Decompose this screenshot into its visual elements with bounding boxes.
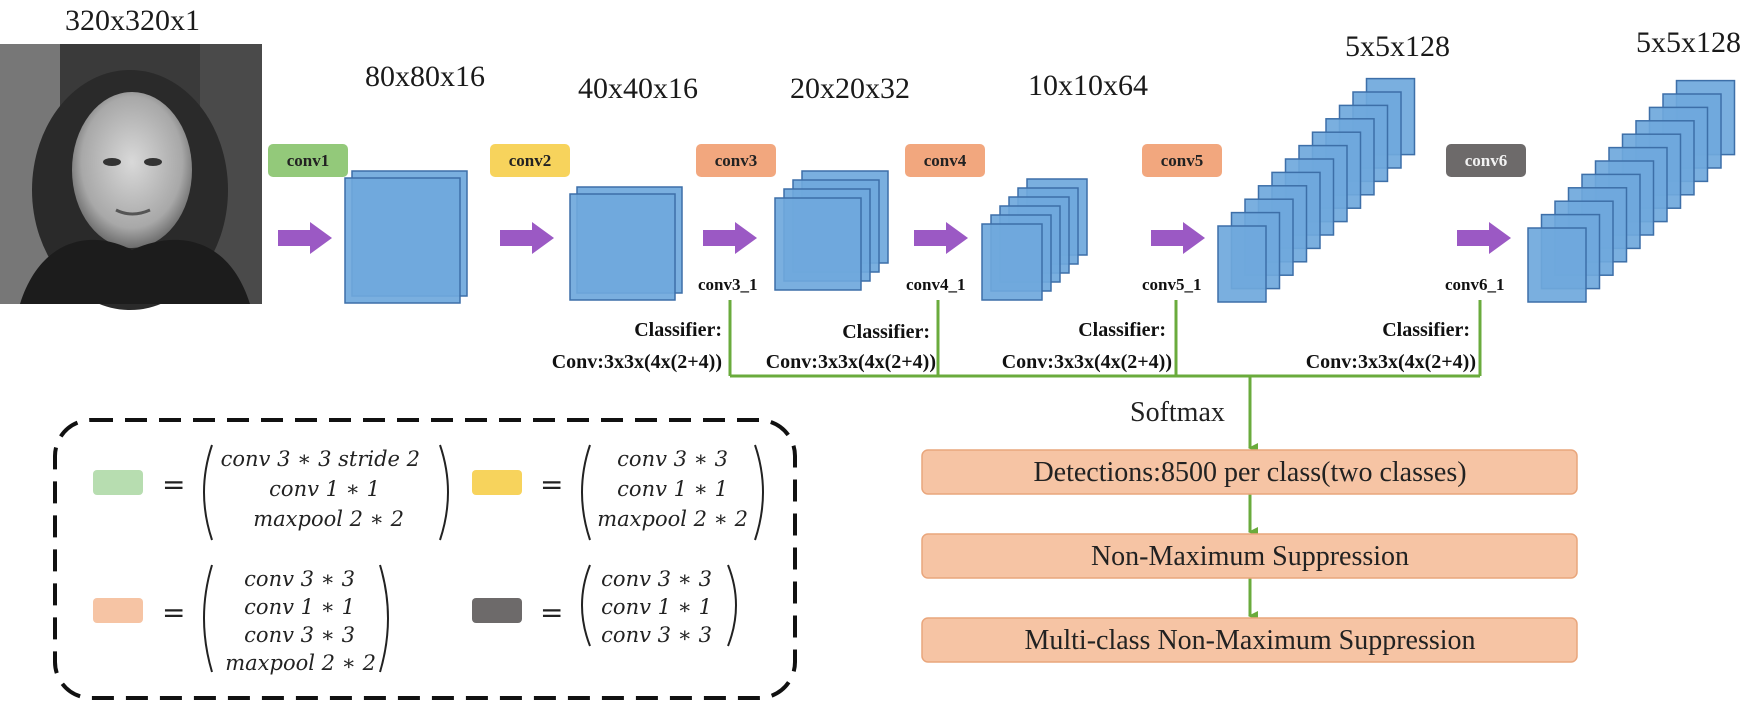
legend-yellow-line1: conv 3 ∗ 3 [617,447,728,471]
legend-green-line3: maxpool 2 ∗ 2 [253,507,404,531]
classifier-3: Classifier: Conv:3x3x(4x(2+4)) [1002,319,1172,373]
feature-map-layer [774,197,862,291]
flow-arrow-1 [278,222,332,254]
pipeline-multiclass-nms: Multi-class Non-Maximum Suppression [921,617,1578,663]
legend-gray-line1: conv 3 ∗ 3 [601,567,712,591]
legend-orange-swatch [93,598,143,623]
conv2-label: conv2 [509,151,552,170]
legend: = conv 3 ∗ 3 stride 2 conv 1 ∗ 1 maxpool… [53,418,797,700]
input-image [0,44,262,310]
feature-map-stacks [344,77,1736,304]
classifier-1-title: Classifier: [634,319,722,341]
stage1-dims-label: 80x80x16 [365,60,485,93]
legend-green-line2: conv 1 ∗ 1 [269,477,380,501]
feature-stack-2 [569,186,683,301]
flow-arrow-3 [703,222,757,254]
conv3-label: conv3 [715,151,758,170]
feature-map-layer [344,177,461,304]
pipeline-detections: Detections:8500 per class(two classes) [921,449,1578,495]
flow-arrow-4 [914,222,968,254]
legend-green-swatch [93,470,143,495]
feature-map-layer [981,223,1043,301]
legend-orange-line3: conv 3 ∗ 3 [244,623,355,647]
stage6-dims-label: 5x5x128 [1636,26,1741,59]
conv5-label: conv5 [1161,151,1204,170]
legend-yellow-swatch [472,470,522,495]
legend-orange-line2: conv 1 ∗ 1 [244,595,355,619]
tag-conv4: conv4 [905,144,985,177]
legend-gray-line2: conv 1 ∗ 1 [601,595,712,619]
stage5-dims-label: 5x5x128 [1345,30,1450,63]
flow-arrow-5 [1151,222,1205,254]
feature-stack-6 [1527,79,1736,303]
legend-yellow-eq: = [540,468,563,501]
classifier-3-formula: Conv:3x3x(4x(2+4)) [1002,351,1172,373]
conv3-1-label: conv3_1 [698,275,758,294]
tag-conv1: conv1 [268,144,348,177]
stage2-dims-label: 40x40x16 [578,72,698,105]
conv5-1-label: conv5_1 [1142,275,1202,294]
conv4-label: conv4 [924,151,967,170]
legend-orange-line4: maxpool 2 ∗ 2 [225,651,376,675]
classifier-2: Classifier: Conv:3x3x(4x(2+4)) [766,321,936,373]
feature-stack-5 [1217,77,1416,303]
pipeline-nms: Non-Maximum Suppression [921,533,1578,579]
classifier-2-title: Classifier: [842,321,930,343]
legend-orange-eq: = [162,596,185,629]
feature-map-layer [1217,225,1267,303]
tag-conv6: conv6 [1446,144,1526,177]
conv6-1-label: conv6_1 [1445,275,1505,294]
legend-gray-eq: = [540,596,563,629]
feature-map-layer [569,193,676,301]
conv4-1-label: conv4_1 [906,275,966,294]
conv1-label: conv1 [287,151,330,170]
legend-gray-line3: conv 3 ∗ 3 [601,623,712,647]
input-dims-label: 320x320x1 [65,4,200,37]
feature-stack-3 [774,170,889,291]
legend-yellow-line3: maxpool 2 ∗ 2 [597,507,748,531]
tag-conv2: conv2 [490,144,570,177]
stage4-dims-label: 10x10x64 [1028,69,1148,102]
nms-label: Non-Maximum Suppression [1091,541,1409,572]
classifier-1-formula: Conv:3x3x(4x(2+4)) [552,351,722,373]
detections-label: Detections:8500 per class(two classes) [1033,457,1466,488]
tag-conv5: conv5 [1142,144,1222,177]
classifier-4-formula: Conv:3x3x(4x(2+4)) [1306,351,1476,373]
classifier-1: Classifier: Conv:3x3x(4x(2+4)) [552,319,722,373]
conv6-label: conv6 [1465,151,1508,170]
multiclass-nms-label: Multi-class Non-Maximum Suppression [1024,625,1475,656]
classifier-4-title: Classifier: [1382,319,1470,341]
classifier-4: Classifier: Conv:3x3x(4x(2+4)) [1306,319,1476,373]
flow-arrows [278,222,1511,254]
feature-stack-1 [344,170,468,304]
classifier-2-formula: Conv:3x3x(4x(2+4)) [766,351,936,373]
softmax-label: Softmax [1130,397,1225,428]
legend-orange-line1: conv 3 ∗ 3 [244,567,355,591]
classifier-3-title: Classifier: [1078,319,1166,341]
stage3-dims-label: 20x20x32 [790,72,910,105]
legend-green-line1: conv 3 ∗ 3 stride 2 [221,447,420,471]
tag-conv3: conv3 [696,144,776,177]
legend-yellow-line2: conv 1 ∗ 1 [617,477,728,501]
feature-map-layer [1527,227,1587,303]
classifier-connectors [728,300,1482,621]
legend-green-eq: = [162,468,185,501]
flow-arrow-6 [1457,222,1511,254]
legend-gray-swatch [472,598,522,623]
flow-arrow-2 [500,222,554,254]
feature-stack-4 [981,178,1088,301]
